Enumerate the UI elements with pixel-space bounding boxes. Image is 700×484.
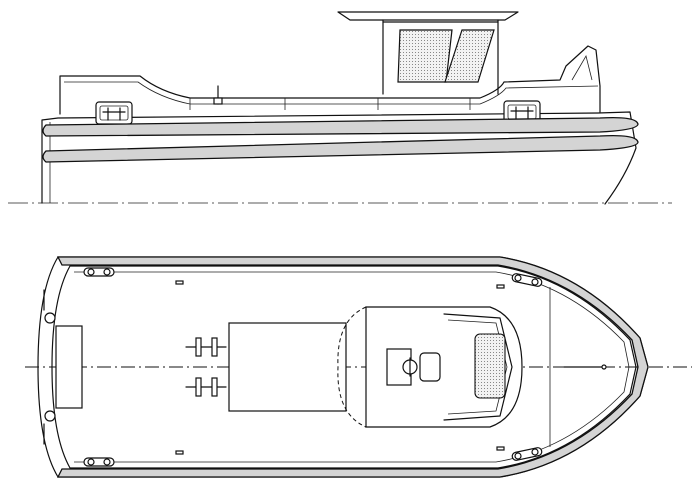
stern-fender	[43, 289, 56, 445]
mooring-cleat-plan	[511, 447, 543, 461]
wheelhouse	[337, 11, 519, 95]
fender-upper	[42, 116, 639, 137]
wheelhouse-window	[397, 29, 453, 83]
mooring-cleat-plan	[511, 273, 543, 287]
mooring-cleat-fwd	[503, 100, 541, 124]
deck-post	[213, 85, 223, 105]
mooring-cleat-aft	[95, 101, 133, 125]
bow-stem-line	[563, 364, 607, 370]
plan-view	[25, 256, 692, 478]
helm-console	[386, 348, 441, 386]
transom-locker	[55, 325, 83, 409]
engine-hatch	[228, 322, 347, 412]
wheelhouse-plan	[337, 306, 523, 428]
mooring-cleat-plan	[83, 267, 115, 277]
wheelhouse-window-plan	[474, 333, 506, 399]
wheelhouse-window	[444, 29, 495, 83]
towing-bitt	[185, 337, 227, 397]
bulwark	[59, 45, 601, 115]
mooring-cleat-plan	[83, 457, 115, 467]
deck-fitting	[175, 280, 505, 455]
side-elevation-view	[8, 11, 672, 205]
fender-lower	[42, 134, 639, 163]
